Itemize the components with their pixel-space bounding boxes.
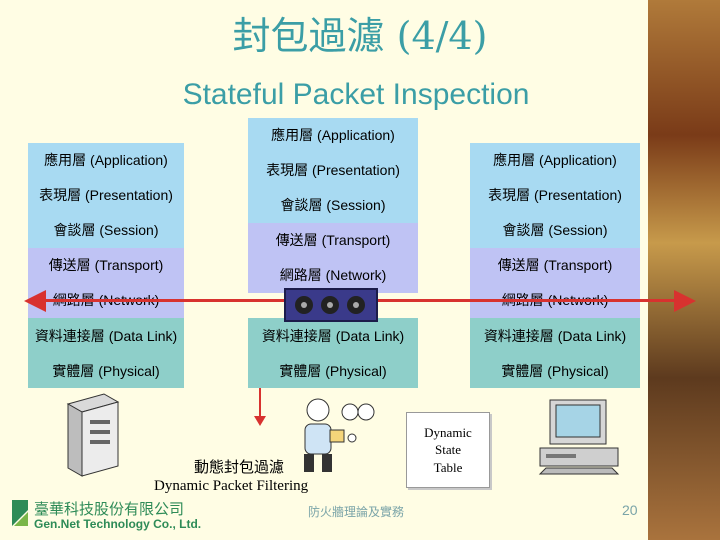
right-layer-data-link: 資料連接層 (Data Link) (470, 318, 640, 355)
right-layer-transport: 傳送層 (Transport) (470, 248, 640, 283)
left-layer-session: 會談層 (Session) (28, 213, 184, 248)
company-name-zh: 臺華科技股份有限公司 (34, 500, 185, 518)
right-layer-presentation: 表現層 (Presentation) (470, 178, 640, 213)
left-layer-transport: 傳送層 (Transport) (28, 248, 184, 283)
arrow-right-head-icon (674, 290, 696, 312)
filter-label-zh: 動態封包過濾 (194, 458, 285, 476)
page-number: 20 (622, 502, 638, 518)
right-layer-session: 會談層 (Session) (470, 213, 640, 248)
state-table-line-3: Table (433, 459, 463, 475)
client-computer-icon (66, 393, 120, 477)
middle-layer-presentation: 表現層 (Presentation) (248, 153, 418, 188)
company-logo-icon (12, 500, 28, 526)
middle-layer-data-link: 資料連接層 (Data Link) (248, 318, 418, 355)
left-layer-application: 應用層 (Application) (28, 143, 184, 178)
middle-layer-network: 網路層 (Network) (248, 258, 418, 293)
middle-layer-transport: 傳送層 (Transport) (248, 223, 418, 258)
arrow-left-head-icon (24, 290, 46, 312)
company-name-en: Gen.Net Technology Co., Ltd. (34, 517, 202, 531)
footer-text: 防火牆理論及實務 (308, 505, 405, 519)
decorative-photo (648, 0, 720, 540)
dynamic-state-table: Dynamic State Table (406, 412, 490, 488)
middle-layer-session: 會談層 (Session) (248, 188, 418, 223)
filter-label-en: Dynamic Packet Filtering (154, 478, 309, 494)
state-table-line-1: Dynamic (424, 424, 472, 440)
left-layer-data-link: 資料連接層 (Data Link) (28, 318, 184, 355)
inspector-person-icon (304, 398, 375, 472)
right-layer-application: 應用層 (Application) (470, 143, 640, 178)
connector-line (254, 388, 266, 426)
middle-layer-physical: 實體層 (Physical) (248, 355, 418, 388)
left-layer-presentation: 表現層 (Presentation) (28, 178, 184, 213)
right-layer-physical: 實體層 (Physical) (470, 355, 640, 388)
slide-title: 封包過濾 (4/4) (232, 14, 488, 58)
left-layer-physical: 實體層 (Physical) (28, 355, 184, 388)
slide-subtitle: Stateful Packet Inspection (182, 78, 530, 111)
middle-layer-application: 應用層 (Application) (248, 118, 418, 153)
server-computer-icon (538, 399, 620, 475)
state-table-line-2: State (435, 442, 461, 458)
filter-gears-icon (284, 288, 378, 322)
